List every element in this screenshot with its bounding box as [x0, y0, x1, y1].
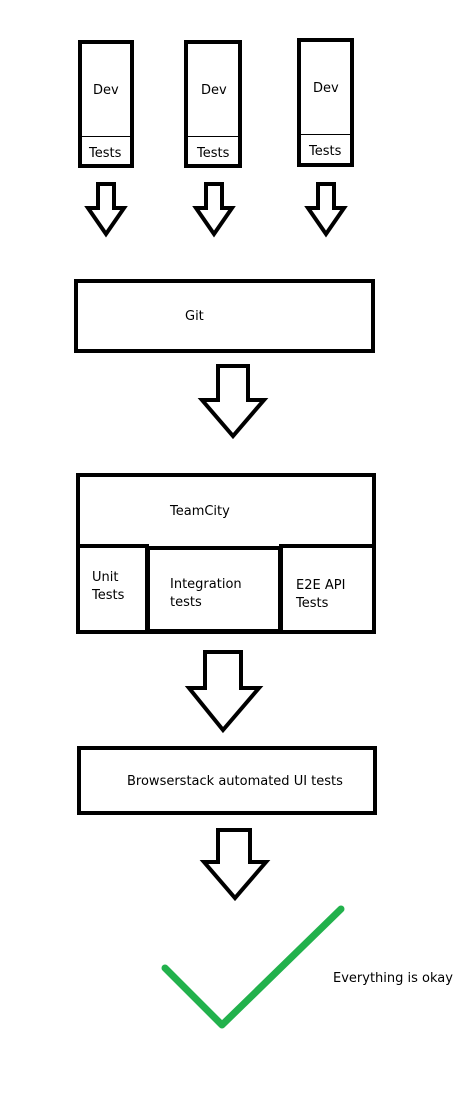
teamcity-label: TeamCity [170, 504, 230, 519]
down-arrow-icon [84, 182, 128, 238]
dev-tests-divider [82, 136, 130, 137]
e2e-api-tests-box: E2E API Tests [279, 544, 376, 634]
down-arrow-icon [199, 828, 271, 902]
dev-tests-divider [188, 136, 238, 137]
e2e-api-tests-label: E2E API Tests [296, 578, 346, 611]
result-label: Everything is okay [333, 971, 453, 986]
dev-column-3: Dev Tests [297, 38, 354, 167]
dev-label: Dev [201, 83, 227, 98]
integration-tests-label: Integration tests [170, 577, 242, 610]
unit-tests-label: Unit Tests [92, 570, 125, 603]
down-arrow-icon [197, 364, 269, 440]
down-arrow-icon [304, 182, 348, 238]
browserstack-label: Browserstack automated UI tests [127, 774, 343, 789]
down-arrow-icon [192, 182, 236, 238]
git-box: Git [74, 279, 375, 353]
dev-column-1: Dev Tests [78, 40, 134, 168]
tests-label: Tests [89, 146, 122, 161]
browserstack-box: Browserstack automated UI tests [77, 746, 377, 815]
tests-label: Tests [309, 144, 342, 159]
down-arrow-icon [184, 650, 264, 734]
dev-column-2: Dev Tests [184, 40, 242, 168]
tests-label: Tests [197, 146, 230, 161]
dev-label: Dev [93, 83, 119, 98]
integration-tests-box: Integration tests [146, 546, 282, 633]
dev-label: Dev [313, 81, 339, 96]
git-label: Git [185, 309, 204, 324]
dev-tests-divider [301, 134, 350, 135]
